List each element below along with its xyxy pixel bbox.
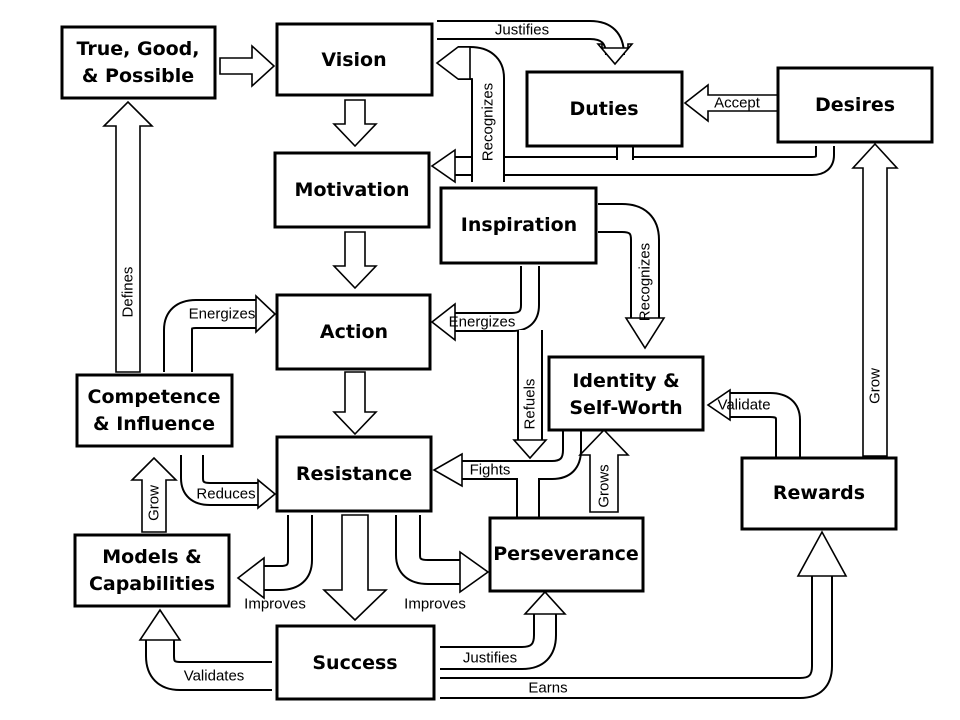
node-desires-label: Desires (815, 94, 895, 116)
node-motivation: Motivation (273, 151, 431, 229)
recognizes-identity-connector (598, 203, 660, 320)
edge-label-validate: Validate (717, 397, 770, 414)
node-success: Success (275, 624, 436, 701)
edge-label-energizes-left: Energizes (189, 306, 256, 323)
node-true-good-line1: True, Good, (76, 38, 199, 60)
justifies-bottom-connector (440, 612, 557, 670)
node-desires: Desires (776, 66, 934, 144)
node-competence-line2: & Influence (93, 413, 215, 435)
node-vision-label: Vision (321, 49, 386, 71)
action-to-resistance-arrow (332, 371, 378, 436)
improves-right-connector (395, 515, 462, 585)
validates-arrowhead (138, 608, 182, 641)
node-true-good-line2: & Possible (82, 65, 194, 87)
edge-label-justifies-top: Justifies (495, 22, 549, 39)
node-rewards-label: Rewards (773, 482, 865, 504)
edge-label-grow-right: Grow (867, 368, 884, 404)
energizes-right-connector (452, 266, 540, 332)
node-models-line2: Capabilities (89, 573, 215, 595)
node-models-line1: Models & (102, 546, 201, 568)
node-duties: Duties (525, 70, 684, 148)
motivation-to-action-arrow (332, 231, 378, 290)
edge-label-refuels: Refuels (522, 379, 539, 430)
justifies-top-arrowhead (596, 43, 634, 66)
edge-label-improves-left: Improves (244, 596, 306, 613)
improves-right-arrowhead (459, 550, 490, 594)
node-perseverance-label: Perseverance (493, 543, 639, 565)
recognizes-identity-arrowhead (624, 317, 666, 350)
edge-label-recognizes-vision: Recognizes (480, 83, 497, 161)
node-inspiration-label: Inspiration (461, 214, 577, 236)
node-identity-self-worth: Identity & Self-Worth (547, 355, 705, 432)
resistance-to-success-arrow (322, 514, 388, 622)
node-motivation-label: Motivation (295, 179, 410, 201)
node-success-label: Success (312, 652, 397, 674)
node-action-label: Action (320, 321, 388, 343)
node-models-capabilities: Models & Capabilities (73, 533, 231, 608)
edge-label-fights: Fights (470, 462, 511, 479)
grows-arrow (578, 428, 630, 513)
node-identity-line1: Identity & (572, 370, 679, 392)
node-inspiration: Inspiration (439, 186, 598, 265)
node-resistance-label: Resistance (296, 463, 412, 485)
vision-to-motivation-arrow (332, 99, 378, 148)
grow-left-arrow (130, 456, 178, 533)
edge-label-earns: Earns (528, 680, 567, 697)
edge-label-defines: Defines (120, 267, 137, 318)
edge-label-improves-right: Improves (404, 596, 466, 613)
edge-label-reduces: Reduces (196, 486, 255, 503)
improves-left-arrowhead (236, 556, 265, 600)
edge-label-grow-left: Grow (146, 485, 163, 521)
validate-arrowhead (706, 388, 731, 422)
node-vision: Vision (275, 22, 434, 97)
node-identity-line2: Self-Worth (569, 397, 682, 419)
justifies-bottom-arrowhead (523, 590, 567, 615)
earns-connector (440, 570, 833, 699)
validates-connector (145, 640, 272, 691)
energizes-right-arrowhead (430, 302, 456, 342)
grow-right-arrow (851, 142, 899, 457)
node-action: Action (275, 293, 432, 371)
duties-desires-to-motivation-connector (452, 145, 835, 176)
fights-connector (460, 430, 582, 518)
reduces-arrowhead (257, 478, 277, 510)
recognizes-vision-arrowhead (435, 46, 471, 80)
edge-label-recognizes-identity: Recognizes (637, 243, 654, 321)
defines-arrow (102, 100, 154, 373)
edge-label-validates: Validates (184, 668, 245, 685)
node-duties-label: Duties (569, 98, 638, 120)
validate-connector (728, 392, 801, 458)
energizes-left-connector (163, 299, 258, 372)
edge-label-accept: Accept (714, 95, 761, 112)
improves-left-connector (262, 515, 313, 591)
accept-arrow (683, 83, 779, 123)
node-competence-influence: Competence & Influence (75, 373, 234, 448)
node-rewards: Rewards (740, 456, 898, 531)
fights-arrowhead (432, 452, 463, 488)
energizes-left-arrowhead (255, 294, 277, 334)
duties-desires-to-motivation-arrowhead (430, 148, 456, 184)
edge-label-justifies-bottom: Justifies (463, 650, 517, 667)
reduces-connector (180, 455, 262, 506)
true-good-to-vision-arrow (219, 44, 276, 88)
edge-label-grows: Grows (596, 464, 613, 507)
edge-label-energizes-right: Energizes (449, 314, 516, 331)
node-resistance: Resistance (275, 435, 433, 513)
earns-arrowhead (796, 530, 848, 577)
node-perseverance: Perseverance (488, 516, 645, 593)
node-true-good-possible: True, Good, & Possible (60, 25, 217, 100)
refuels-arrowhead (512, 439, 548, 460)
node-competence-line1: Competence (88, 386, 221, 408)
